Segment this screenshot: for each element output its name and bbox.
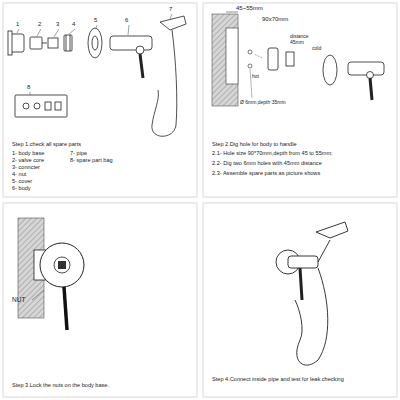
caption-text: 45~55mm bbox=[236, 5, 276, 12]
caption-text: 7- pipe bbox=[70, 150, 190, 156]
caption-text: 8- spare part bag bbox=[70, 157, 190, 163]
caption-text: 6- body bbox=[12, 185, 192, 191]
assembled-parts bbox=[254, 48, 384, 100]
caption-text: cold bbox=[312, 46, 332, 52]
panel-frame bbox=[3, 203, 197, 397]
caption-text: Step 3.Lock the nuts on the body base. bbox=[12, 382, 192, 388]
panel-frame bbox=[203, 203, 397, 397]
callout-number: 3 bbox=[56, 21, 66, 28]
caption-text: distance 45mm bbox=[290, 34, 320, 46]
exploded-parts bbox=[8, 16, 186, 136]
caption-text: Ø 6mm,depth 35mm bbox=[240, 100, 330, 106]
panel-frame bbox=[3, 3, 197, 197]
caption-text: 2.1- Hole size 90*70mm,depth from 45 to … bbox=[212, 150, 394, 156]
caption-text: Step 4.Connect inside pipe and test for … bbox=[212, 376, 392, 382]
leader-lines bbox=[17, 14, 172, 95]
caption-text: Step 1.check all spare parts bbox=[12, 141, 192, 147]
installed-sprayer bbox=[276, 222, 348, 365]
caption-text: 3- conncter bbox=[12, 164, 192, 170]
panel-frame bbox=[203, 3, 397, 197]
caption-text: 2.2- Dig two 6mm holes with 45mm distanc… bbox=[212, 160, 394, 166]
part-name: NUT bbox=[12, 296, 42, 303]
callout-number: 4 bbox=[72, 21, 82, 28]
caption-text: hot bbox=[252, 74, 272, 80]
caption-text: 5- cover bbox=[12, 178, 192, 184]
caption-text: 4- nut bbox=[12, 171, 192, 177]
mounted-body bbox=[18, 218, 84, 330]
callout-number: 8 bbox=[27, 84, 37, 91]
wall-section bbox=[212, 12, 252, 106]
callout-number: 1 bbox=[16, 21, 26, 28]
callout-number: 5 bbox=[94, 17, 104, 24]
callout-number: 2 bbox=[38, 21, 48, 28]
caption-text: 1- body base bbox=[12, 150, 192, 156]
caption-text: 2.3- Assemble spare parts as picture sho… bbox=[212, 170, 394, 176]
caption-text: 90x70mm bbox=[262, 16, 302, 23]
caption-text: Step 2.Dig hole for body to handle bbox=[212, 141, 392, 147]
callout-number: 6 bbox=[125, 17, 135, 24]
callout-number: 7 bbox=[169, 6, 179, 13]
